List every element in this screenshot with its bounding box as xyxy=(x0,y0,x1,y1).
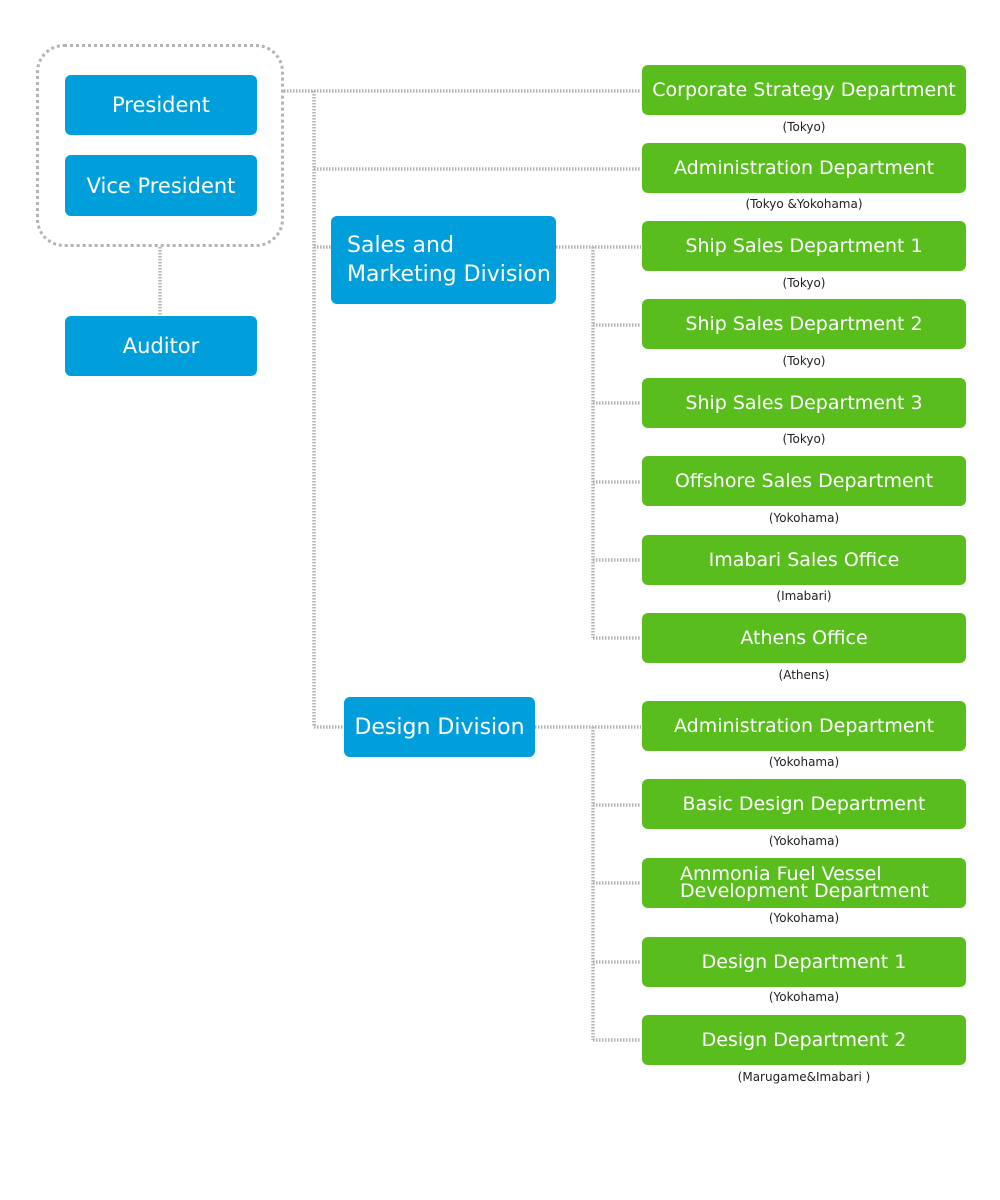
department-design-1: Design Department 1 xyxy=(642,937,966,987)
location-ammonia-fuel-vessel: (Yokohama) xyxy=(768,911,840,925)
department-ammonia-fuel-vessel: Ammonia Fuel Vessel Development Departme… xyxy=(642,858,966,908)
location-offshore-sales: (Yokohama) xyxy=(768,511,840,525)
design-division-box: Design Division xyxy=(344,697,535,757)
auditor-box: Auditor xyxy=(65,316,257,376)
sales-marketing-division-box: Sales and Marketing Division xyxy=(331,216,556,304)
location-design-administration: (Yokohama) xyxy=(768,755,840,769)
ammonia-fuel-vessel-label-line1: Ammonia Fuel Vessel xyxy=(680,863,882,885)
location-imabari-sales: (Imabari) xyxy=(776,589,832,603)
ammonia-fuel-vessel-label: Ammonia Fuel Vessel Development Departme… xyxy=(680,863,929,902)
sales-marketing-division-label-line1: Sales and xyxy=(347,233,454,258)
department-design-2: Design Department 2 xyxy=(642,1015,966,1065)
vice-president-box: Vice President xyxy=(65,155,257,216)
location-administration: (Tokyo &Yokohama) xyxy=(745,197,863,211)
sales-marketing-division-label-line2: Marketing Division xyxy=(347,262,551,287)
executive-group-frame xyxy=(36,44,284,247)
location-design-2: (Marugame&Imabari ) xyxy=(737,1070,871,1084)
department-ship-sales-2: Ship Sales Department 2 xyxy=(642,299,966,349)
department-offshore-sales: Offshore Sales Department xyxy=(642,456,966,506)
ammonia-fuel-vessel-label-line2: Development Department xyxy=(680,880,929,902)
location-basic-design: (Yokohama) xyxy=(768,834,840,848)
location-ship-sales-1: (Tokyo) xyxy=(782,276,826,290)
department-ship-sales-1: Ship Sales Department 1 xyxy=(642,221,966,271)
department-design-administration: Administration Department xyxy=(642,701,966,751)
location-ship-sales-2: (Tokyo) xyxy=(782,354,826,368)
president-box: President xyxy=(65,75,257,135)
location-corporate-strategy: (Tokyo) xyxy=(782,120,826,134)
location-athens-office: (Athens) xyxy=(778,668,830,682)
sales-marketing-division-label: Sales and Marketing Division xyxy=(347,231,551,289)
department-ship-sales-3: Ship Sales Department 3 xyxy=(642,378,966,428)
department-basic-design: Basic Design Department xyxy=(642,779,966,829)
location-ship-sales-3: (Tokyo) xyxy=(782,432,826,446)
department-athens-office: Athens Office xyxy=(642,613,966,663)
department-corporate-strategy: Corporate Strategy Department xyxy=(642,65,966,115)
location-design-1: (Yokohama) xyxy=(768,990,840,1004)
department-administration: Administration Department xyxy=(642,143,966,193)
department-imabari-sales: Imabari Sales Office xyxy=(642,535,966,585)
